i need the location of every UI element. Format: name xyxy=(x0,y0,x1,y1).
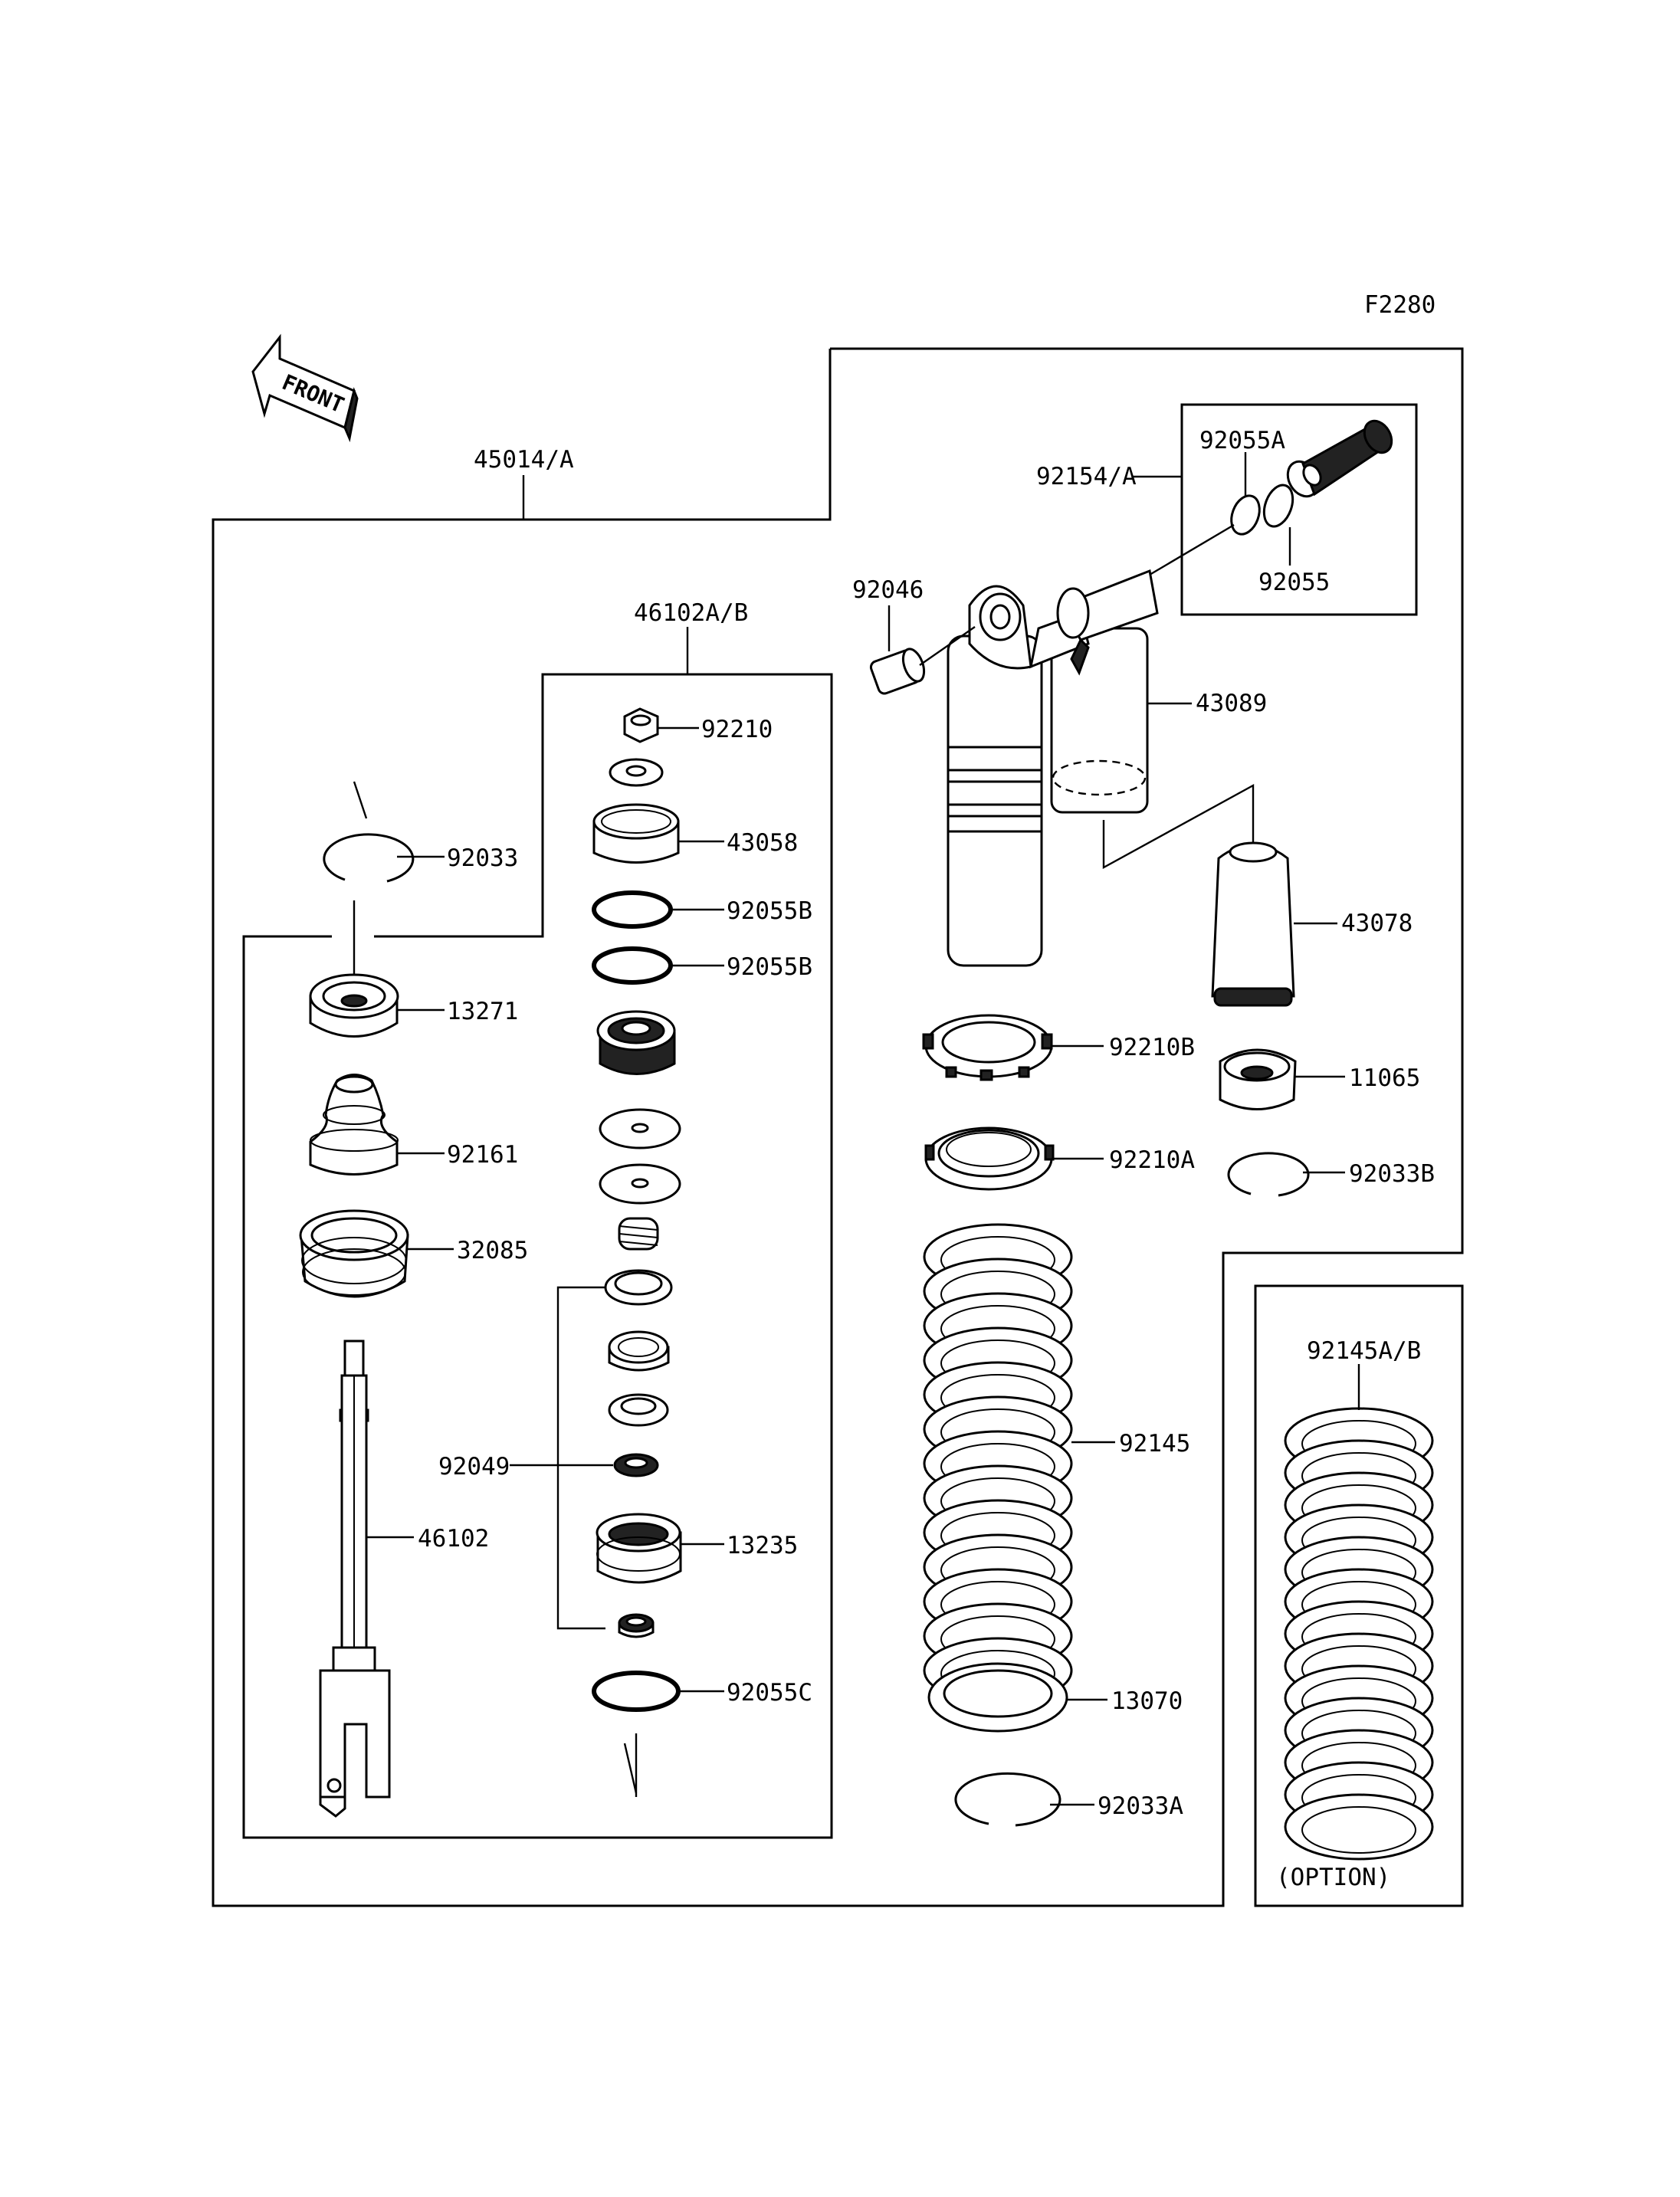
front-arrow-icon: FRONT xyxy=(251,333,359,443)
shim-washer-1-icon xyxy=(599,1108,681,1149)
adjuster-valve-icon xyxy=(1286,419,1393,498)
valve-box-92154A xyxy=(1180,403,1418,616)
label-92145AB: 92145A/B xyxy=(1307,1337,1421,1365)
label-45014A: 45014/A xyxy=(474,446,574,474)
cap-11065-icon xyxy=(1219,1048,1297,1110)
label-92145: 92145 xyxy=(1119,1430,1190,1458)
spring-92145-icon xyxy=(923,1223,1073,1704)
label-92161: 92161 xyxy=(447,1141,518,1169)
label-92210: 92210 xyxy=(701,716,773,743)
bushing-43058-icon xyxy=(592,803,680,864)
locknut-92210A-icon xyxy=(924,1126,1055,1191)
spring-coil xyxy=(1284,1793,1434,1861)
spring-coil-inner xyxy=(1301,1806,1416,1854)
seal-cap-13271-icon xyxy=(309,973,399,1038)
spring-92145AB-icon xyxy=(1284,1407,1434,1861)
guide-13235-icon xyxy=(596,1513,682,1584)
bump-rubber-92161-icon xyxy=(309,1074,399,1176)
label-13070: 13070 xyxy=(1111,1687,1183,1715)
oring-92055B-1-icon xyxy=(592,890,673,929)
oring-92055-icon xyxy=(1262,484,1294,528)
label-92033: 92033 xyxy=(447,844,518,872)
oring-92055B-2-icon xyxy=(592,946,673,985)
label-92055A: 92055A xyxy=(1199,427,1285,454)
label-92055: 92055 xyxy=(1258,569,1330,596)
label-92055B-2: 92055B xyxy=(727,953,812,981)
label-46102: 46102 xyxy=(418,1525,489,1553)
assembly-frame-45014A xyxy=(212,347,1464,1907)
seal-ring-2-icon xyxy=(608,1330,670,1372)
label-92055B-1: 92055B xyxy=(727,897,812,925)
oring-92055C-icon xyxy=(592,1671,681,1712)
label-92055C: 92055C xyxy=(727,1679,812,1707)
option-frame xyxy=(1254,1284,1464,1907)
piston-rod-46102-icon xyxy=(319,1340,391,1818)
cap-32085-icon xyxy=(299,1209,409,1298)
circlip-92033A-icon xyxy=(954,1772,1061,1827)
small-seal-icon xyxy=(618,1613,655,1638)
label-92154A: 92154/A xyxy=(1036,463,1137,490)
label-43089: 43089 xyxy=(1196,690,1267,717)
locknut-92210B-icon xyxy=(922,1014,1053,1081)
label-92210B: 92210B xyxy=(1109,1034,1195,1061)
label-92049: 92049 xyxy=(438,1453,510,1481)
spring-seat-13070-icon xyxy=(927,1662,1068,1733)
shim-washer-2-icon xyxy=(599,1163,681,1205)
circlip-92033-icon xyxy=(323,833,415,883)
label-92046: 92046 xyxy=(852,576,924,604)
seal-ring-3-icon xyxy=(608,1393,669,1427)
label-11065: 11065 xyxy=(1349,1064,1420,1092)
nut-92210-icon xyxy=(623,707,659,743)
washer-92049-icon xyxy=(613,1453,659,1477)
circlip-92033B-icon xyxy=(1227,1152,1310,1197)
small-spring-icon xyxy=(618,1217,659,1251)
label-43058: 43058 xyxy=(727,829,798,857)
assembly-frame-46102AB xyxy=(242,673,833,1839)
oring-92055A-icon xyxy=(1230,494,1261,536)
needle-bearing-92046-icon xyxy=(869,648,926,695)
reservoir-cap-43078 xyxy=(1211,841,1295,1007)
label-46102AB: 46102A/B xyxy=(634,599,748,627)
label-43078: 43078 xyxy=(1341,910,1413,937)
shock-body-43089 xyxy=(947,569,1159,967)
label-13271: 13271 xyxy=(447,998,518,1025)
washer-icon xyxy=(609,758,664,787)
piston-head-icon xyxy=(596,1010,676,1075)
seal-ring-1-icon xyxy=(604,1269,673,1306)
label-32085: 32085 xyxy=(457,1237,528,1264)
label-92033A: 92033A xyxy=(1098,1792,1183,1820)
diagram-code: F2280 xyxy=(1364,291,1436,319)
option-label: (OPTION) xyxy=(1276,1864,1390,1891)
label-92210A: 92210A xyxy=(1109,1146,1195,1174)
label-92033B: 92033B xyxy=(1349,1160,1435,1188)
label-13235: 13235 xyxy=(727,1532,798,1559)
